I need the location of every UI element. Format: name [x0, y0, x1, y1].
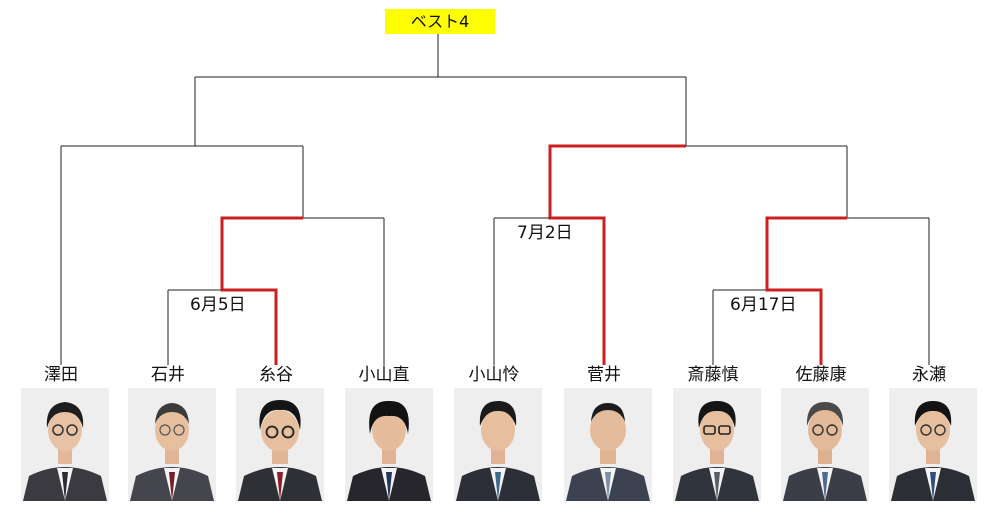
match-date-label: 6月17日	[728, 294, 799, 316]
player-photo	[21, 388, 109, 501]
match-date-label: 6月5日	[188, 294, 248, 316]
player-photo	[673, 388, 761, 501]
winner-path-satoyasu	[765, 216, 847, 365]
player-name: 石井	[151, 365, 185, 385]
best4-title: ベスト4	[385, 9, 495, 34]
player-photo	[454, 388, 542, 501]
player-name: 佐藤康	[795, 365, 847, 385]
player-photo	[781, 388, 869, 501]
player-name: 永瀬	[912, 365, 946, 385]
player-name: 菅井	[587, 365, 621, 385]
winner-path-itoya	[220, 216, 303, 365]
player-name: 澤田	[44, 365, 78, 385]
player-name: 小山怜	[468, 365, 520, 385]
player-name: 斎藤慎	[687, 365, 739, 385]
player-photo	[345, 388, 433, 501]
player-photo	[128, 388, 216, 501]
player-photo	[236, 388, 324, 501]
player-photo	[564, 388, 652, 501]
player-name: 糸谷	[259, 365, 293, 385]
player-photo	[889, 388, 977, 501]
match-date-label: 7月2日	[515, 222, 575, 244]
player-name: 小山直	[358, 365, 410, 385]
winner-path-sugai	[548, 144, 686, 365]
